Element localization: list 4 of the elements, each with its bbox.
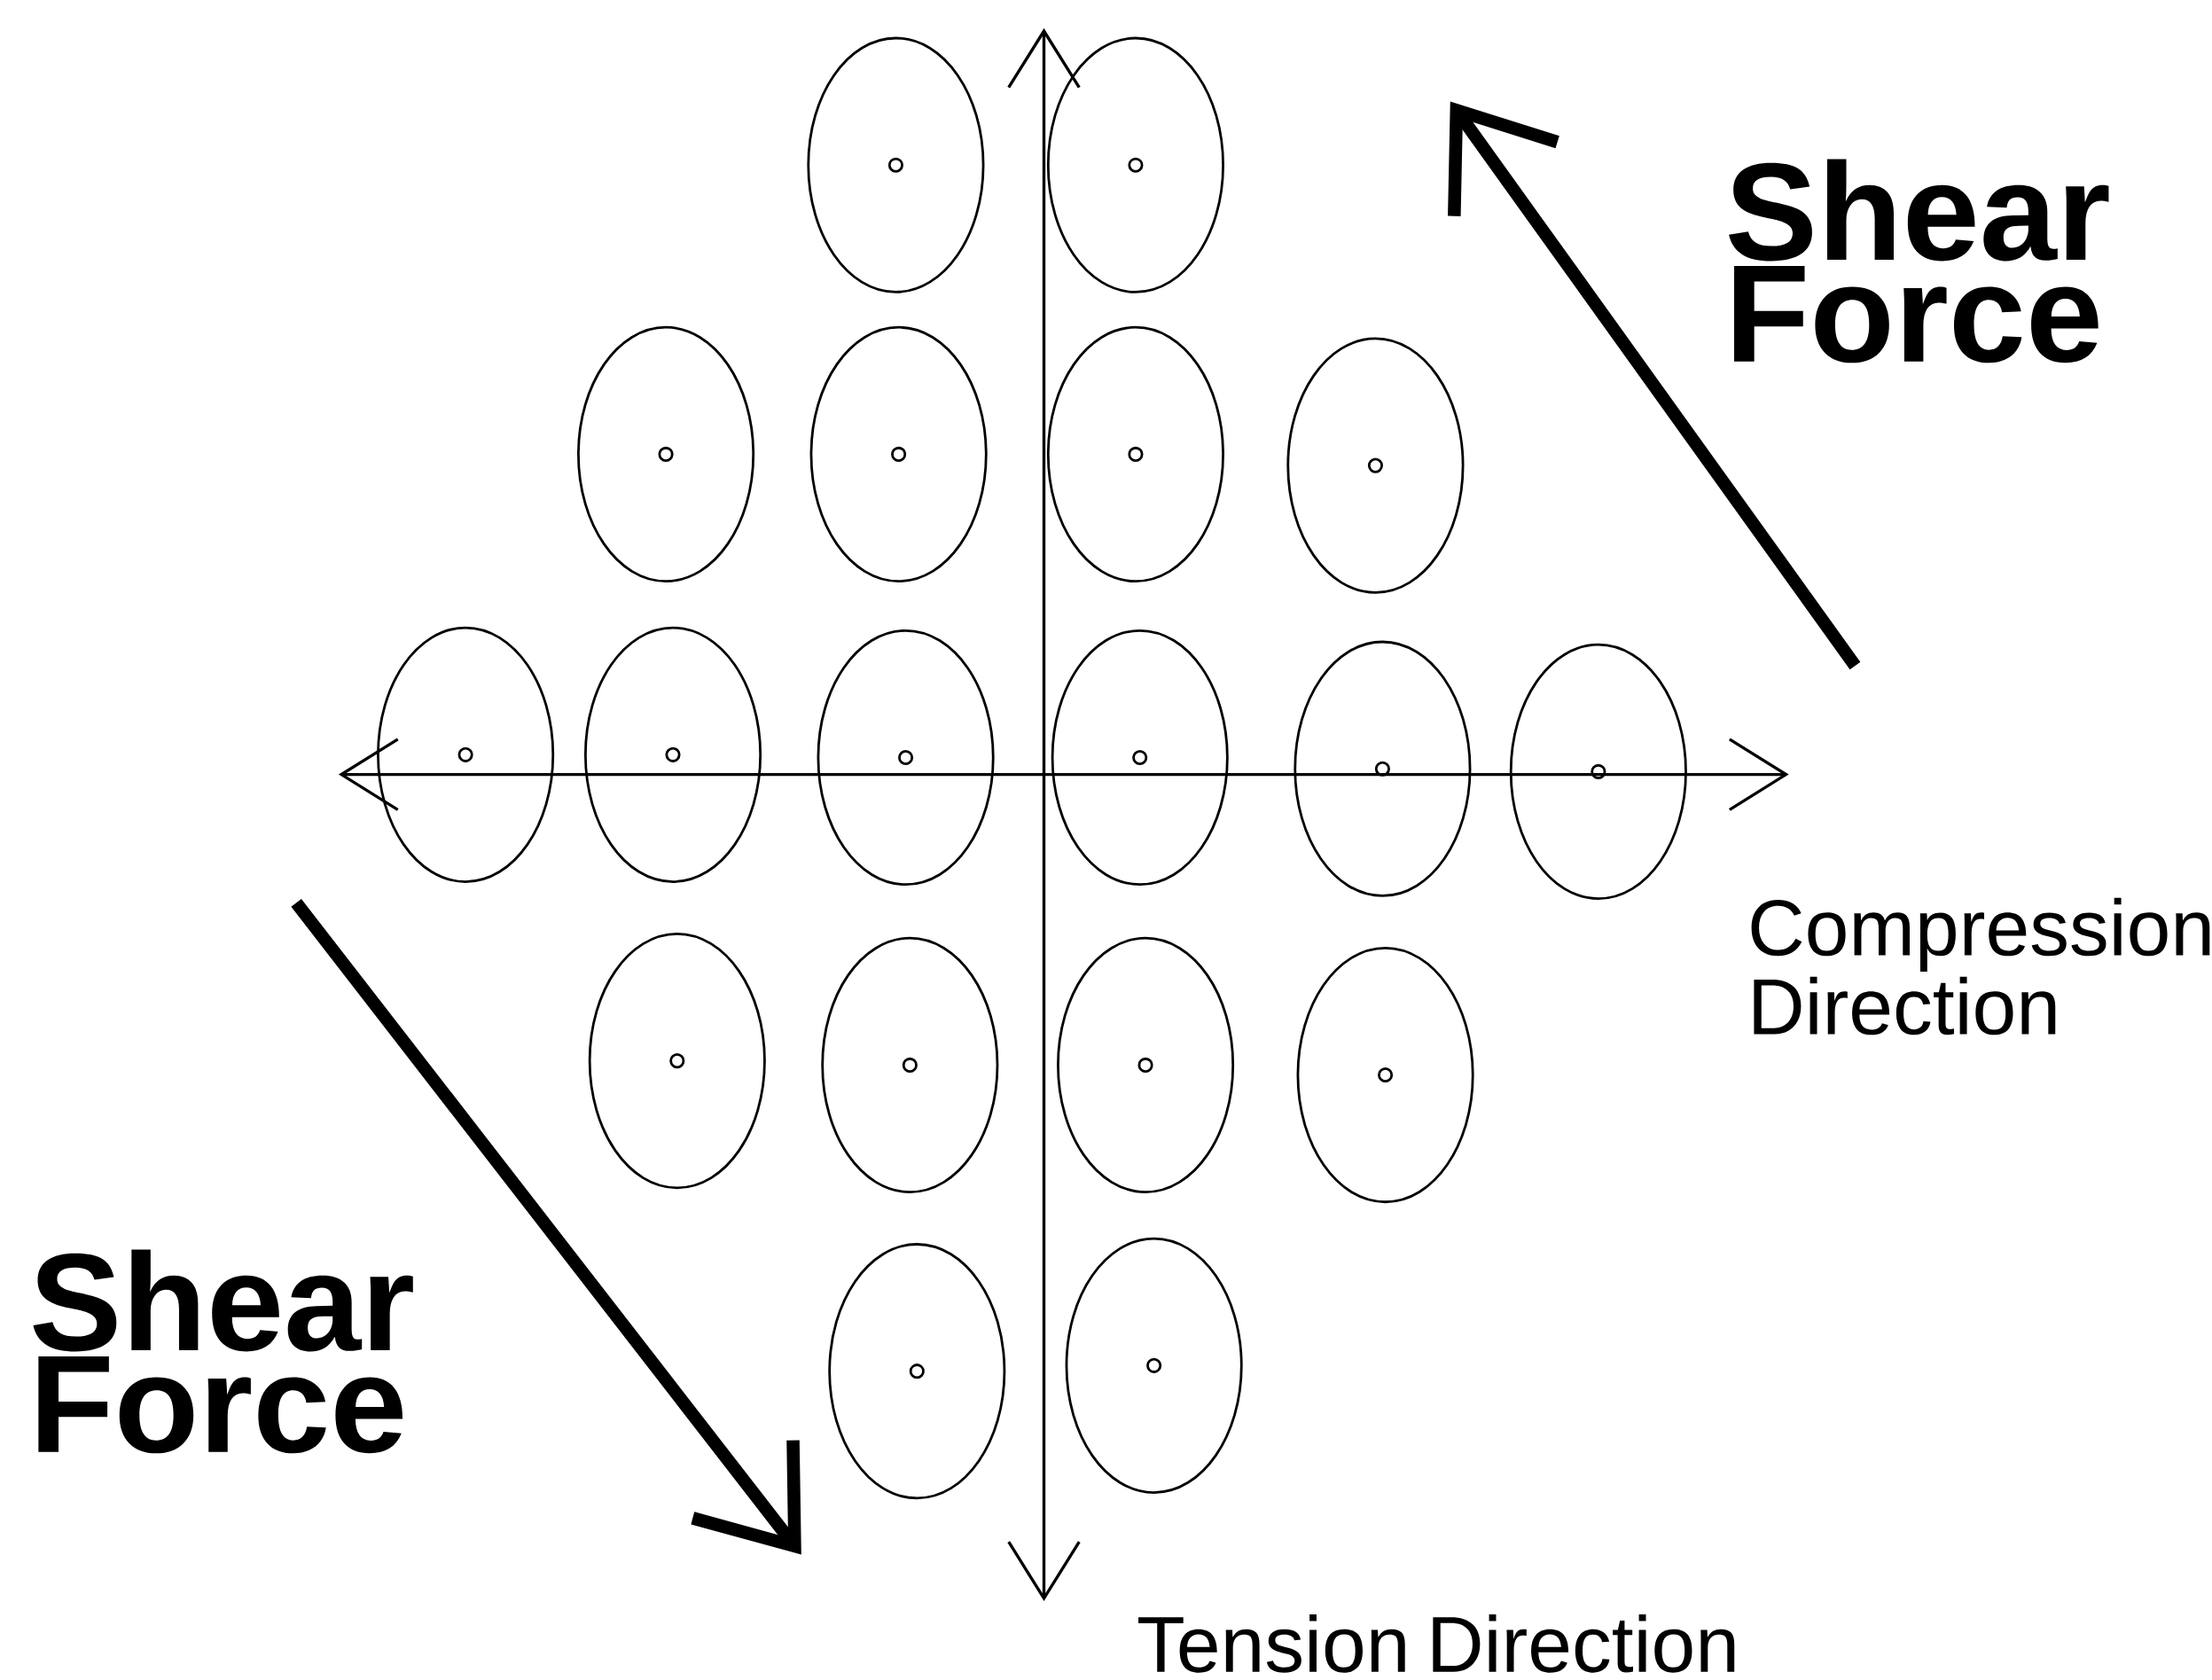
force-label: Shear Force bbox=[33, 1249, 413, 1454]
axis-label: Compression Direction bbox=[1751, 897, 2210, 1035]
force-label: Shear Force bbox=[1729, 159, 2109, 363]
axis-label: Tension Direction bbox=[1138, 1614, 1735, 1673]
